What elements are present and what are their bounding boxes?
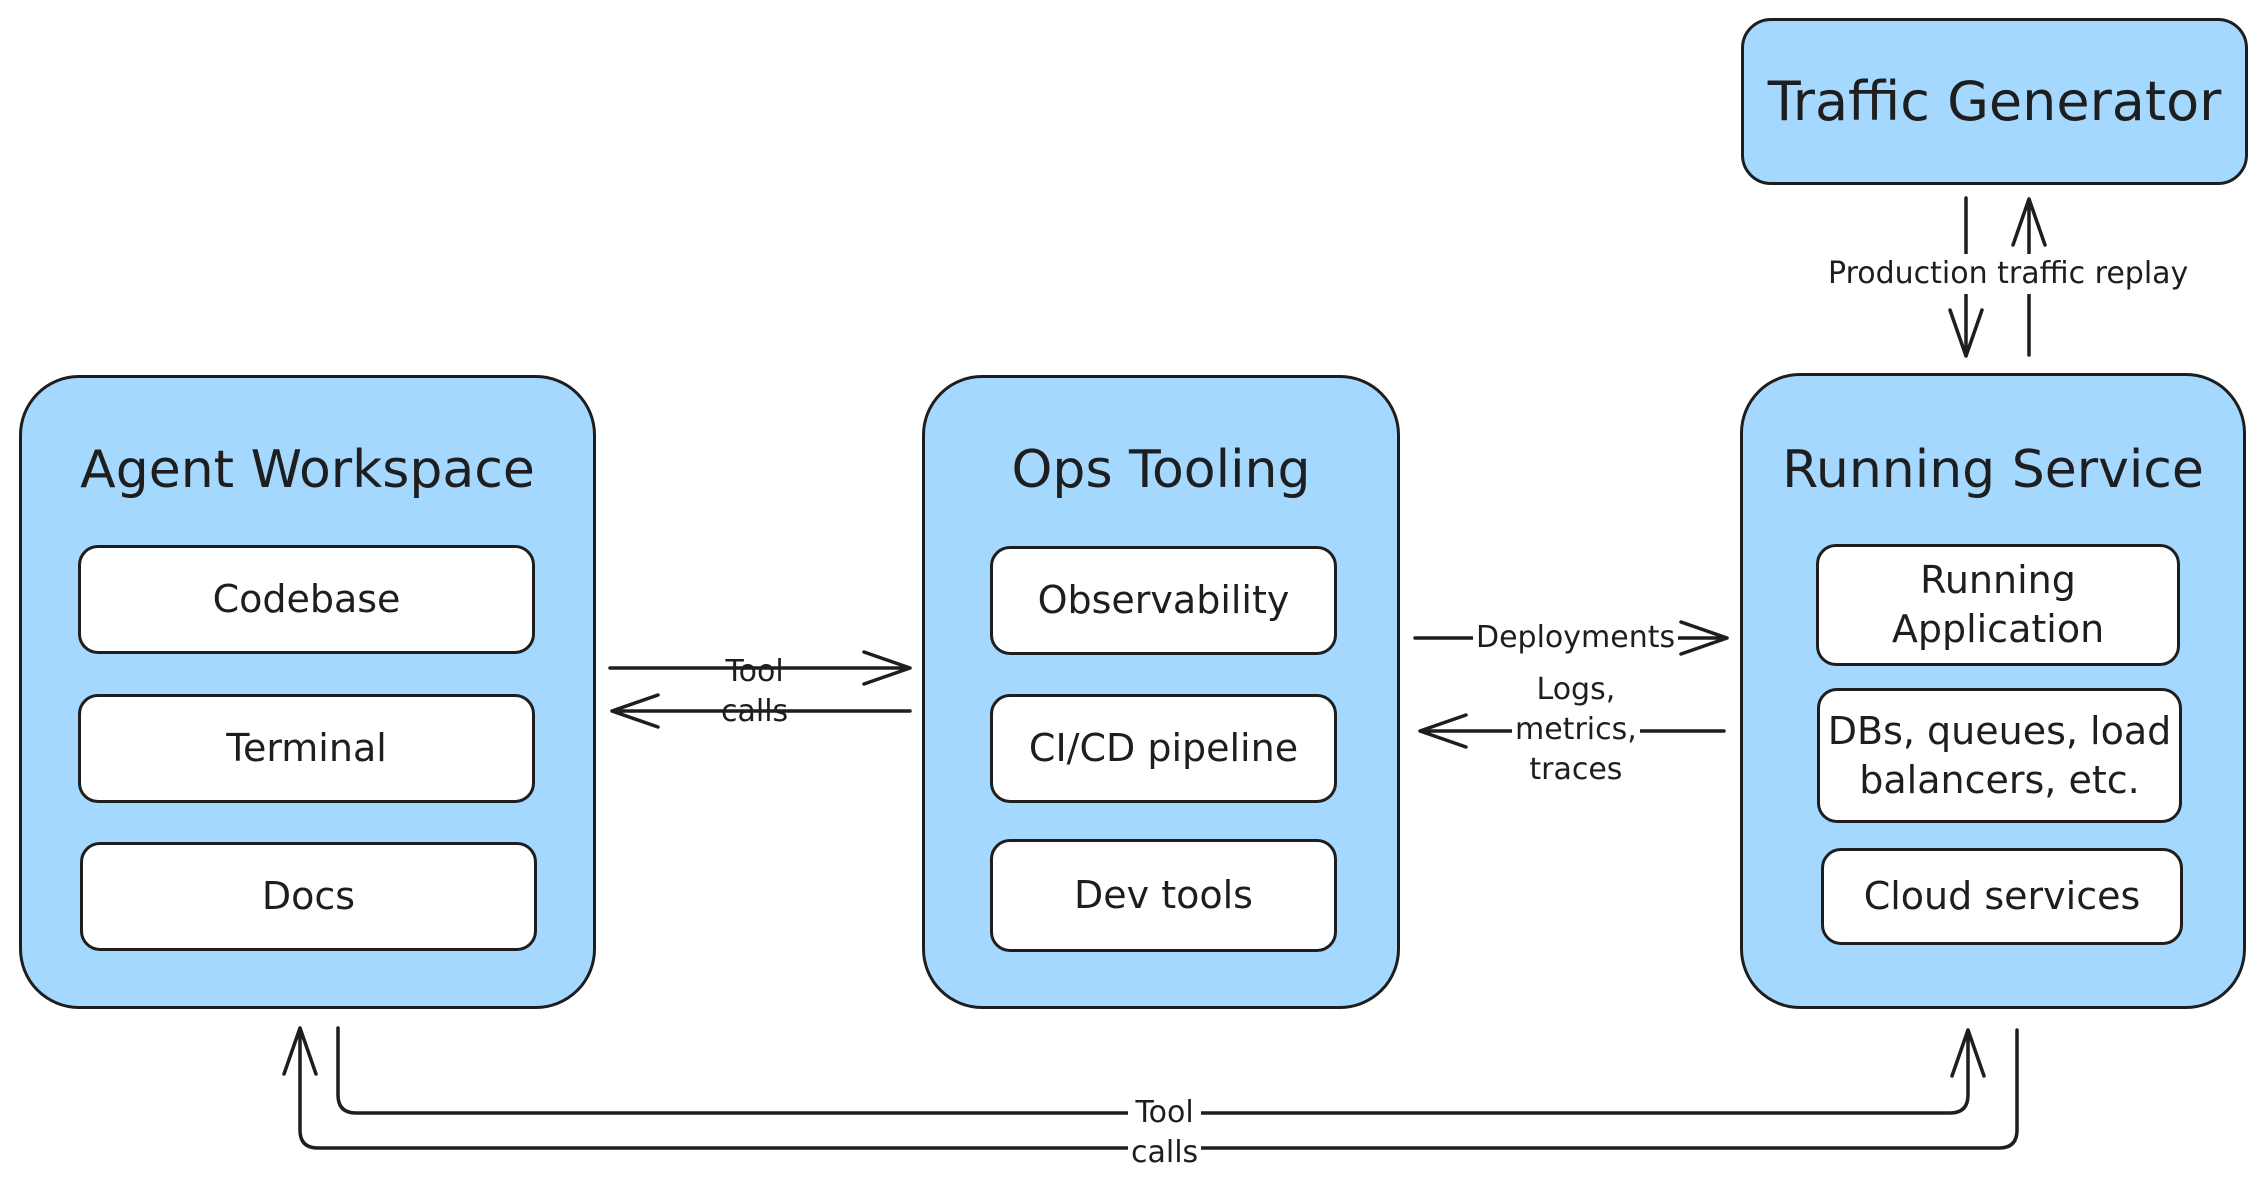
telemetry-label: Logs, metrics, traces — [1512, 670, 1640, 790]
deployments-label: Deployments — [1473, 618, 1679, 658]
codebase-box: Codebase — [78, 545, 535, 654]
ops-tooling-title: Ops Tooling — [1011, 440, 1311, 500]
tool-calls-label-bottom: Tool calls — [1128, 1093, 1202, 1173]
cicd-pipeline-box: CI/CD pipeline — [990, 694, 1337, 803]
observability-box: Observability — [990, 546, 1337, 655]
terminal-box: Terminal — [78, 694, 535, 803]
traffic-generator-title: Traffic Generator — [1767, 69, 2222, 133]
dev-tools-box: Dev tools — [990, 839, 1337, 952]
traffic-generator-container: Traffic Generator — [1741, 18, 2248, 185]
arrow-ops-to-agent — [610, 693, 912, 729]
running-application-box: Running Application — [1816, 544, 2180, 666]
infrastructure-box: DBs, queues, load balancers, etc. — [1817, 688, 2182, 823]
infrastructure-text: DBs, queues, load balancers, etc. — [1827, 708, 2172, 802]
running-service-title: Running Service — [1782, 440, 2204, 500]
running-service-container: Running Service Running Application DBs,… — [1740, 373, 2246, 1009]
agent-workspace-container: Agent Workspace Codebase Terminal Docs — [19, 375, 596, 1009]
arrow-agent-to-ops — [608, 650, 912, 686]
tool-calls-label-top: Tool calls — [721, 654, 789, 729]
ops-tooling-container: Ops Tooling Observability CI/CD pipeline… — [922, 375, 1400, 1009]
docs-box: Docs — [80, 842, 537, 951]
traffic-replay-label: Production traffic replay — [1825, 254, 2192, 294]
cloud-services-box: Cloud services — [1821, 848, 2183, 945]
running-application-line-1: Running Application — [1891, 558, 2105, 651]
agent-workspace-title: Agent Workspace — [80, 440, 535, 500]
